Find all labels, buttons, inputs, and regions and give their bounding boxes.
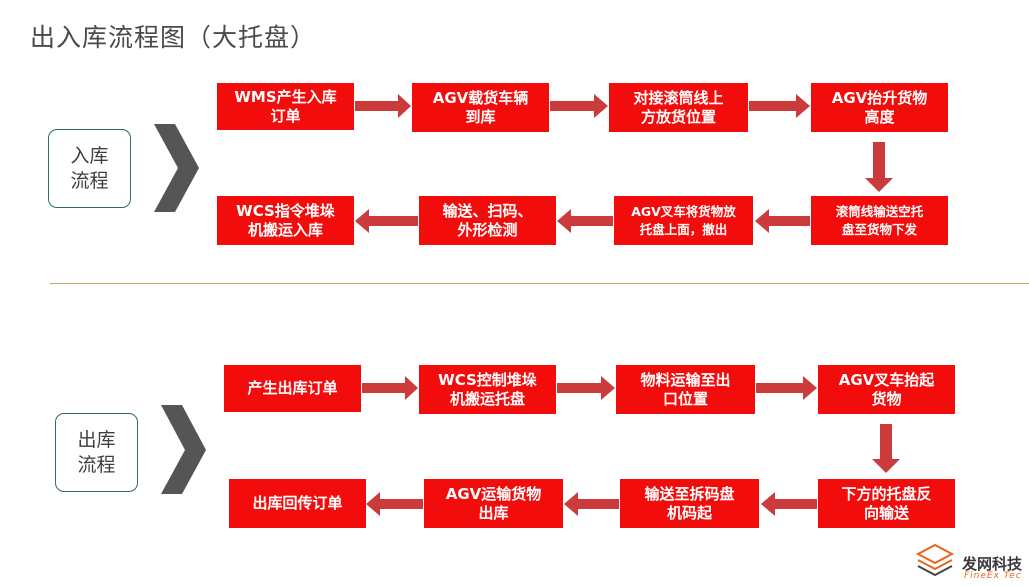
inbound-label: 入库流程 (48, 129, 131, 208)
outbound-step-3: 物料运输至出 口位置 (616, 365, 755, 414)
arrow-down-icon (865, 142, 893, 192)
inbound-step-2: AGV载货车辆 到库 (412, 83, 549, 132)
inbound-chevron-icon (154, 124, 199, 212)
arrow-down-icon (872, 424, 900, 473)
outbound-step-2: WCS控制堆垛 机搬运托盘 (419, 365, 556, 414)
page-title: 出入库流程图（大托盘） (30, 23, 317, 52)
outbound-step-7: AGV运输货物 出库 (424, 479, 563, 528)
arrow-right-icon (362, 376, 418, 400)
arrow-left-icon (355, 209, 418, 233)
outbound-step-6: 输送至拆码盘 机码起 (620, 479, 759, 528)
arrow-right-icon (749, 94, 810, 118)
inbound-step-5: 滚筒线输送空托 盘至货物下发 (811, 196, 948, 245)
logo-subtext: FineEx Tec (964, 571, 1022, 581)
arrow-left-icon (564, 492, 619, 516)
inbound-step-1: WMS产生入库 订单 (217, 83, 354, 130)
outbound-step-8: 出库回传订单 (229, 479, 366, 528)
outbound-step-5: 下方的托盘反 向输送 (818, 479, 955, 528)
stacked-boxes-icon (915, 543, 955, 577)
outbound-step-4: AGV叉车抬起 货物 (818, 365, 955, 414)
arrow-left-icon (557, 209, 613, 233)
inbound-step-8: WCS指令堆垛 机搬运入库 (217, 196, 354, 245)
outbound-label-text: 出库流程 (77, 428, 116, 476)
arrow-right-icon (756, 376, 817, 400)
inbound-step-4: AGV抬升货物 高度 (811, 83, 948, 132)
outbound-chevron-icon (161, 405, 206, 494)
arrow-left-icon (366, 492, 423, 516)
arrow-left-icon (761, 492, 817, 516)
outbound-step-1: 产生出库订单 (224, 365, 361, 412)
inbound-step-7: 输送、扫码、 外形检测 (419, 196, 556, 245)
arrow-left-icon (755, 209, 810, 233)
logo-text: 发网科技 (962, 555, 1023, 573)
inbound-step-6: AGV叉车将货物放 托盘上面，撤出 (614, 196, 753, 245)
arrow-right-icon (550, 94, 608, 118)
arrow-right-icon (557, 376, 615, 400)
inbound-label-text: 入库流程 (70, 144, 109, 192)
inbound-step-3: 对接滚筒线上 方放货位置 (609, 83, 748, 132)
outbound-label: 出库流程 (55, 413, 138, 492)
section-divider (50, 283, 1029, 284)
arrow-right-icon (355, 94, 411, 118)
